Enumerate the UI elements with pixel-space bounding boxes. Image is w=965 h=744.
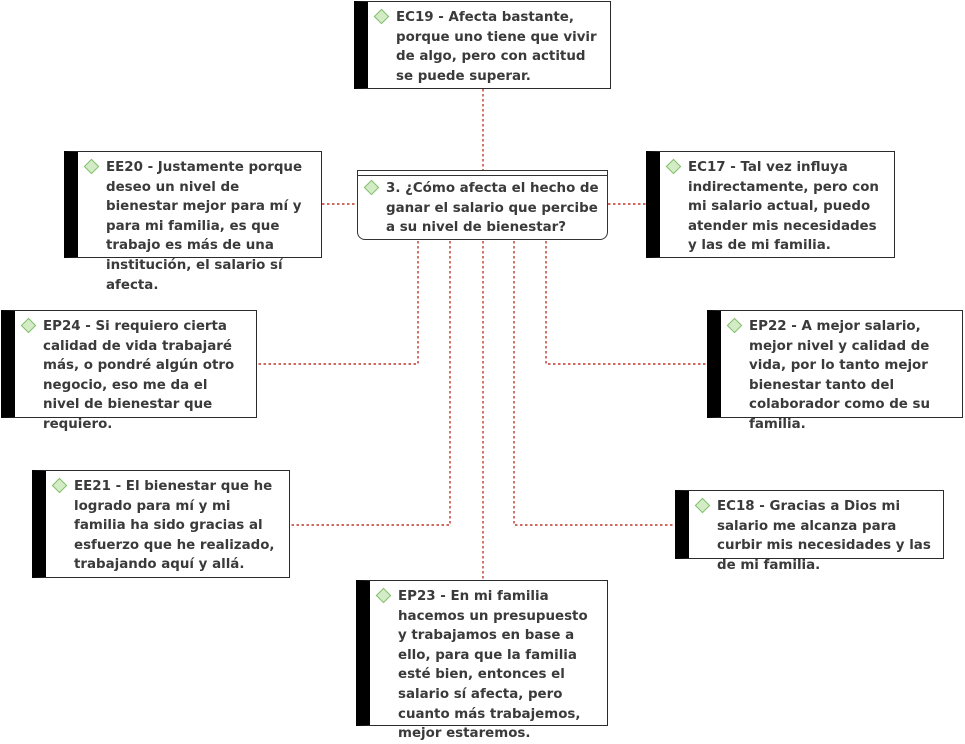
quote-text: EC18 - Gracias a Dios mi salario me alca… (717, 499, 931, 573)
quote-node-ec19[interactable]: EC19 - Afecta bastante, porque uno tiene… (354, 1, 611, 89)
quote-text: EP24 - Si requiero cierta calidad de vid… (43, 319, 235, 432)
quote-text: EP22 - A mejor salario, mejor nivel y ca… (749, 319, 931, 432)
quotation-diamond-icon (375, 587, 392, 604)
quotation-diamond-icon (20, 317, 37, 334)
link-ec18 (513, 241, 675, 526)
question-label: 3. ¿Cómo afecta el hecho de ganar el sal… (386, 181, 599, 236)
quotation-diamond-icon (726, 317, 743, 334)
quote-text: EC19 - Afecta bastante, porque uno tiene… (396, 10, 597, 84)
quote-node-ee21[interactable]: EE21 - El bienestar que he logrado para … (32, 470, 290, 578)
quote-node-ec17[interactable]: EC17 - Tal vez influya indirectamente, p… (646, 151, 895, 258)
quote-text: EP23 - En mi familia hacemos un presupue… (398, 589, 588, 742)
quote-node-ee20[interactable]: EE20 - Justamente porque deseo un nivel … (64, 151, 322, 293)
link-ep22 (545, 241, 707, 365)
question-node-header (357, 170, 608, 176)
question-node[interactable]: 3. ¿Cómo afecta el hecho de ganar el sal… (357, 170, 608, 240)
quote-text: EE21 - El bienestar que he logrado para … (74, 479, 275, 573)
quote-node-ep24[interactable]: EP24 - Si requiero cierta calidad de vid… (1, 310, 257, 432)
quotation-diamond-icon (83, 158, 100, 175)
quote-node-ep22[interactable]: EP22 - A mejor salario, mejor nivel y ca… (707, 310, 963, 432)
connector-lines (257, 89, 707, 580)
quote-node-ec18[interactable]: EC18 - Gracias a Dios mi salario me alca… (675, 490, 944, 573)
quote-text: EC17 - Tal vez influya indirectamente, p… (688, 160, 879, 254)
quote-text: EE20 - Justamente porque deseo un nivel … (106, 160, 303, 293)
quote-node-ep23[interactable]: EP23 - En mi familia hacemos un presupue… (356, 580, 608, 741)
link-ee21 (290, 241, 451, 526)
quotation-diamond-icon (694, 497, 711, 514)
code-diamond-icon (363, 179, 380, 196)
link-ep24 (257, 241, 419, 365)
quotation-diamond-icon (373, 8, 390, 25)
quotation-diamond-icon (51, 477, 68, 494)
quotation-diamond-icon (665, 158, 682, 175)
